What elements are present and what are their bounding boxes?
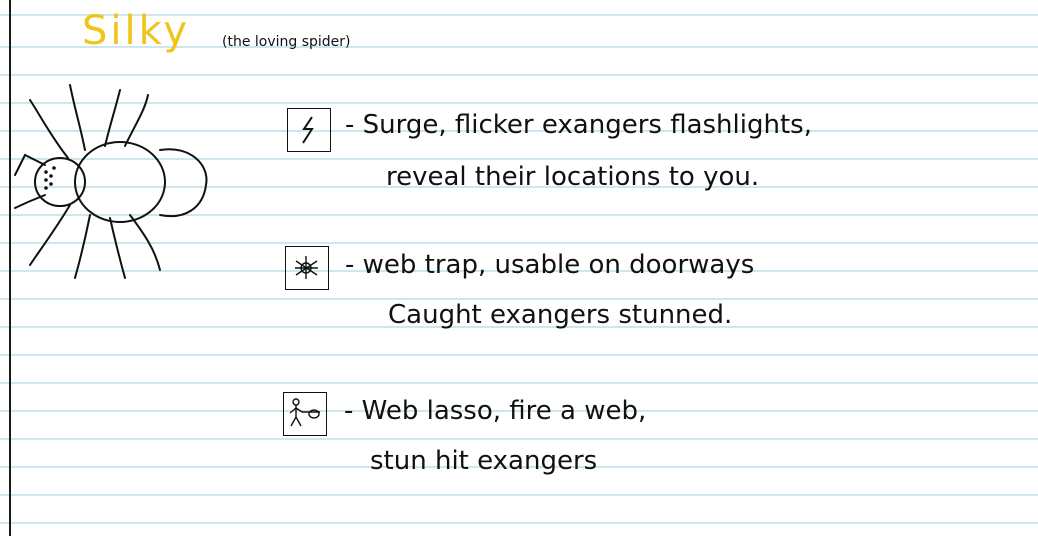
margin-line: [9, 0, 11, 536]
spider-abdomen: [159, 148, 208, 218]
ability-2-line-2: Caught exangers stunned.: [388, 300, 733, 330]
spider-leg: [69, 84, 86, 151]
spider-thorax: [74, 141, 166, 223]
web-trap-icon: [285, 246, 329, 290]
spider-leg: [109, 217, 126, 279]
page-title: Silky: [82, 8, 191, 54]
spider-head: [34, 157, 86, 207]
page-subtitle: (the loving spider): [222, 34, 351, 50]
spider-drawing: [14, 84, 208, 279]
ability-1-line-1: - Surge, flicker exangers flashlights,: [345, 110, 812, 140]
ability-3-line-2: stun hit exangers: [370, 446, 598, 476]
ability-1-line-2: reveal their locations to you.: [386, 162, 760, 192]
spider-palp: [14, 153, 46, 176]
spider-leg: [129, 214, 161, 271]
ability-3-line-1: - Web lasso, fire a web,: [344, 396, 647, 426]
web-lasso-icon: [283, 392, 327, 436]
lightning-icon: [287, 108, 331, 152]
spider-leg: [29, 204, 71, 266]
spider-leg: [74, 214, 91, 279]
spider-eyes: [44, 166, 56, 190]
spider-palp: [14, 194, 46, 209]
spider-leg: [124, 94, 149, 147]
spider-leg: [29, 99, 69, 159]
spider-leg: [104, 89, 121, 147]
ability-2-line-1: - web trap, usable on doorways: [345, 250, 755, 280]
